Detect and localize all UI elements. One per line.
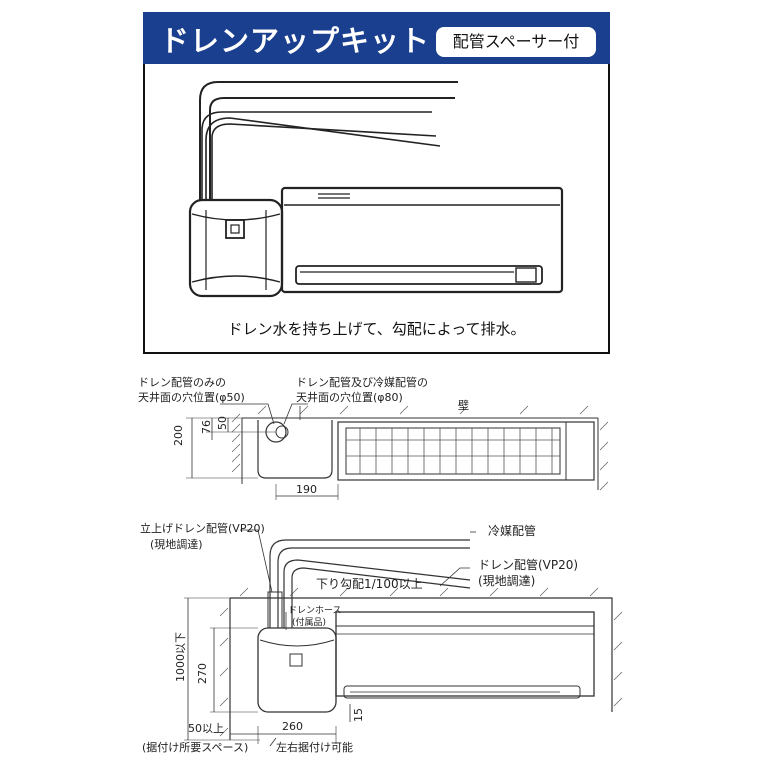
plan-view-drawing <box>186 403 609 500</box>
drain-pipe-label-line1: ドレン配管(VP20) <box>478 558 579 572</box>
product-subtitle: 配管スペーサー付 <box>452 32 580 51</box>
combined-hole-label-line2: 天井面の穴位置(φ80) <box>296 391 403 404</box>
wall-label: 壁 <box>458 399 469 412</box>
left-right-install-label: 左右据付け可能 <box>276 741 353 754</box>
riser-label-line2: (現地調達) <box>150 538 203 551</box>
hose-label-line2: (付属品) <box>292 618 327 628</box>
dim-50-min: 50以上 <box>188 722 224 735</box>
drain-hole-label-line1: ドレン配管のみの <box>138 376 226 389</box>
dim-15: 15 <box>352 708 365 722</box>
dim-190: 190 <box>296 483 317 496</box>
refrigerant-label: 冷媒配管 <box>488 524 537 538</box>
dim-76: 76 <box>200 420 213 434</box>
illustration-aircon <box>188 81 564 298</box>
hose-label-line1: ドレンホース <box>288 606 342 616</box>
elevation-view-drawing <box>184 529 623 747</box>
drain-pipe-label-line2: (現地調達) <box>478 574 536 588</box>
dim-50: 50 <box>216 416 229 430</box>
combined-hole-label-line1: ドレン配管及び冷媒配管の <box>296 376 428 389</box>
illustration-caption: ドレン水を持ち上げて、勾配によって排水。 <box>227 320 526 338</box>
dim-260: 260 <box>282 720 303 733</box>
drain-hole-label-line2: 天井面の穴位置(φ50) <box>138 391 245 404</box>
product-title: ドレンアップキット <box>160 24 431 58</box>
install-space-label: (据付け所要スペース) <box>142 741 249 754</box>
dim-270: 270 <box>196 663 209 684</box>
dim-200: 200 <box>172 425 185 446</box>
subtitle-badge <box>436 27 596 57</box>
slope-label: 下り勾配1/100以上 <box>316 577 423 591</box>
dim-1000: 1000以下 <box>174 632 187 682</box>
riser-label-line1: 立上げドレン配管(VP20) <box>140 522 265 535</box>
